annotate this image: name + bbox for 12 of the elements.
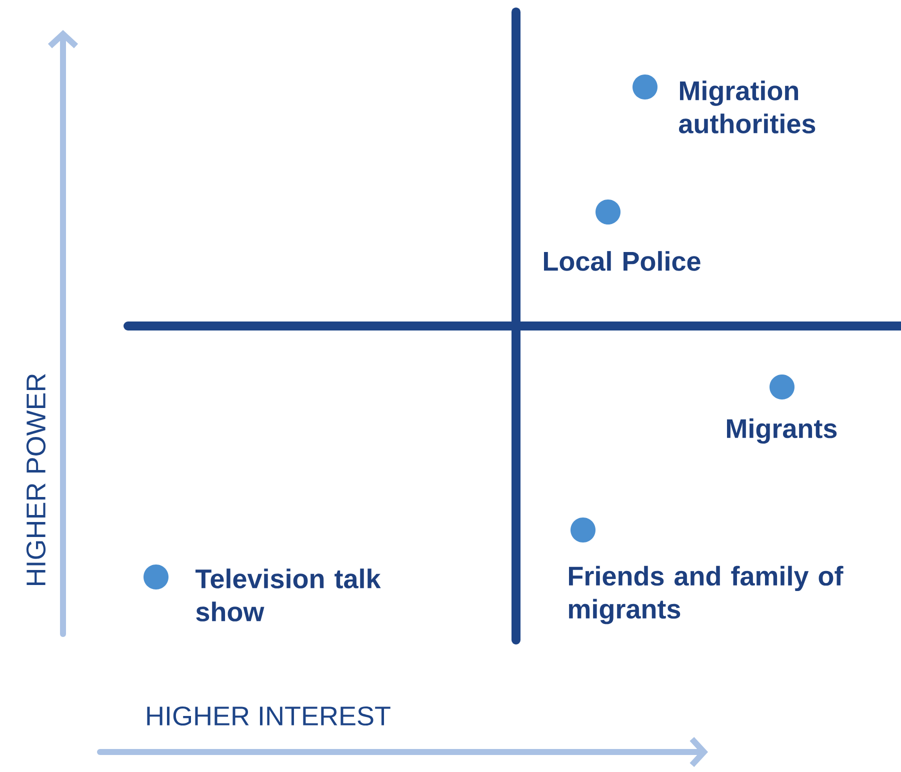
axis-title: HIGHER POWER: [26, 374, 46, 586]
stakeholder-dot: [596, 200, 620, 224]
stakeholder-dot: [144, 564, 168, 590]
stakeholder-dot: [770, 374, 794, 400]
stakeholder-label: Television talk show: [196, 568, 381, 622]
stakeholder-dot: [632, 74, 658, 100]
stakeholder-label: Migrants: [727, 418, 837, 444]
stakeholder-dot: [570, 518, 596, 542]
stakeholder-label: Local Police: [544, 251, 700, 271]
stakeholder-label: Migration authorities: [679, 80, 816, 134]
stakeholder-label: Friends and family of migrants: [569, 566, 844, 624]
axis-title: HIGHER INTEREST: [147, 706, 390, 726]
